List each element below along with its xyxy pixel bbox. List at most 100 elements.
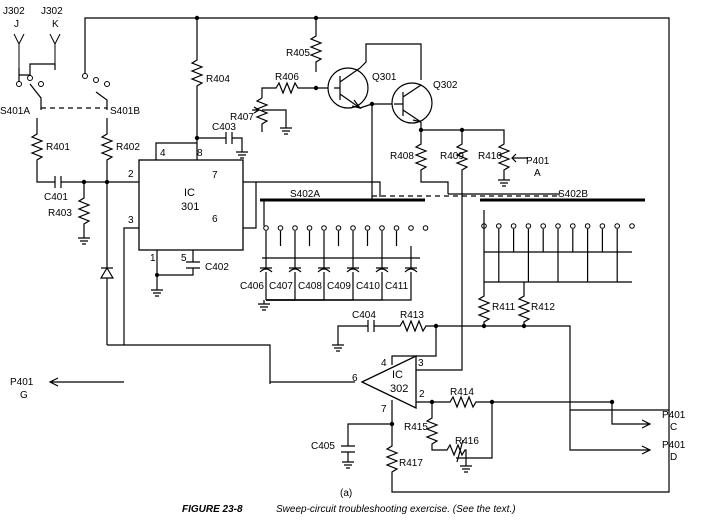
label-c404: C404: [352, 310, 376, 321]
figure-sub-label: (a): [340, 488, 352, 499]
ic301-pin1: 1: [150, 253, 156, 264]
s402b-contact: [540, 223, 547, 229]
s402b-contact: [510, 223, 517, 229]
ic302-pin6: 6: [352, 373, 358, 384]
s402a-contact: [350, 225, 356, 231]
label-c405: C405: [311, 441, 335, 452]
label-r415: R415: [404, 422, 428, 433]
label-r404: R404: [206, 74, 230, 85]
label-c410: C410: [356, 281, 380, 292]
ic302-pin3: 3: [418, 358, 424, 369]
label-s401a: S401A: [0, 106, 30, 117]
label-r413: R413: [400, 310, 424, 321]
ic301-pin3: 3: [128, 215, 134, 226]
ic302-line2: 302: [390, 383, 408, 395]
s402a-contact: [408, 225, 414, 231]
label-c406: C406: [240, 281, 264, 292]
label-r416: R416: [455, 436, 479, 447]
s402b-contact: [525, 223, 532, 229]
s402a-contact: [277, 225, 284, 231]
label-pa: A: [534, 168, 541, 179]
input-network: R401 C401 R402 R403: [30, 118, 140, 345]
s402a-contact: [422, 225, 429, 231]
capacitor-bank-cap: [266, 246, 389, 301]
capacitor-bank-cap: [266, 246, 360, 301]
s402a-contact: [292, 225, 298, 231]
label-p401-g: P401: [10, 377, 34, 388]
s402a-contact: [364, 225, 371, 231]
label-r405: R405: [286, 48, 310, 59]
outputs: P401 C P401 D P401 G: [10, 377, 686, 463]
s402b-contact: [599, 223, 606, 229]
capacitor-bank-cap: [259, 246, 273, 300]
label-r410: R410: [478, 151, 502, 162]
label-r403: R403: [48, 208, 72, 219]
capacitor-bank-cap: [266, 246, 331, 301]
top-rail: [84, 17, 670, 411]
figure-caption: Sweep-circuit troubleshooting exercise. …: [276, 504, 516, 515]
ic301-line2: 301: [181, 201, 199, 213]
figure-number: FIGURE 23-8: [182, 504, 243, 515]
ic-302: IC 302 6 4 3 7 2 R414 C405 R415 R416 R41…: [311, 326, 670, 493]
ic301-pin4: 4: [160, 148, 166, 159]
s402a-contact: [379, 225, 385, 231]
s402b-contact: [584, 223, 591, 229]
label-j302-k: J302: [41, 6, 63, 17]
label-pg: G: [20, 390, 28, 401]
label-c401: C401: [44, 192, 68, 203]
label-j: J: [14, 19, 19, 30]
label-p401-a: P401: [526, 156, 550, 167]
label-s402a: S402A: [290, 189, 320, 200]
label-r406: R406: [275, 72, 299, 83]
c404-r413: C404 R413: [332, 310, 524, 352]
ic301-pin8: 8: [197, 148, 203, 159]
transistor-stage: R405 R406 R407 Q301 Q302: [230, 18, 458, 135]
label-c408: C408: [298, 281, 322, 292]
switch-s401: S401A S401B: [0, 60, 140, 117]
label-s401b: S401B: [110, 106, 140, 117]
label-r412: R412: [531, 302, 555, 313]
ic301-line1: IC: [184, 187, 195, 199]
label-c407: C407: [269, 281, 293, 292]
label-p401-d: P401: [662, 440, 686, 451]
s402b-contact: [629, 223, 635, 229]
label-r409: R409: [440, 151, 464, 162]
jack-j302: J302 J J302 K: [3, 6, 63, 68]
capacitor-bank-cap: [266, 246, 302, 301]
switch-s402b: S402B R411 R412: [448, 189, 645, 451]
label-r407: R407: [230, 112, 254, 123]
label-r414: R414: [450, 387, 474, 398]
label-r417: R417: [399, 458, 423, 469]
r404-c403: R404 C403: [190, 15, 248, 159]
ic-301: IC 301 2 3 4 8 7 6 1 5 C402: [107, 142, 355, 383]
s402a-contact: [321, 225, 327, 231]
label-r401: R401: [46, 142, 70, 153]
ic301-pin2: 2: [128, 169, 134, 180]
ic301-pin7: 7: [212, 170, 218, 181]
s402a-contact: [263, 225, 269, 231]
ic302-pin4: 4: [381, 358, 387, 369]
r408-r409-r410: R408 R410 P401 A R409: [371, 104, 550, 371]
capacitor-bank-cap: [266, 246, 418, 301]
label-r402: R402: [116, 142, 140, 153]
label-c411: C411: [385, 281, 409, 292]
s402a-contact: [335, 225, 342, 231]
ic302-line1: IC: [392, 369, 403, 381]
switch-s402a: S402A C406 C407 C408 C409 C410 C411: [240, 181, 560, 311]
label-r411: R411: [492, 302, 516, 313]
label-pd: D: [670, 452, 677, 463]
label-k: K: [52, 19, 59, 30]
s402b-contact: [614, 223, 621, 229]
label-c402: C402: [205, 262, 229, 273]
ic301-pin5: 5: [181, 253, 187, 264]
s402b-contact: [555, 223, 561, 229]
label-c409: C409: [327, 281, 351, 292]
label-j302-j: J302: [3, 6, 25, 17]
label-s402b: S402B: [558, 189, 588, 200]
s402a-contact: [393, 225, 400, 231]
s402a-contact: [306, 225, 313, 231]
label-pc: C: [670, 422, 677, 433]
s402b-contact: [570, 223, 576, 229]
ic302-pin2: 2: [419, 389, 425, 400]
